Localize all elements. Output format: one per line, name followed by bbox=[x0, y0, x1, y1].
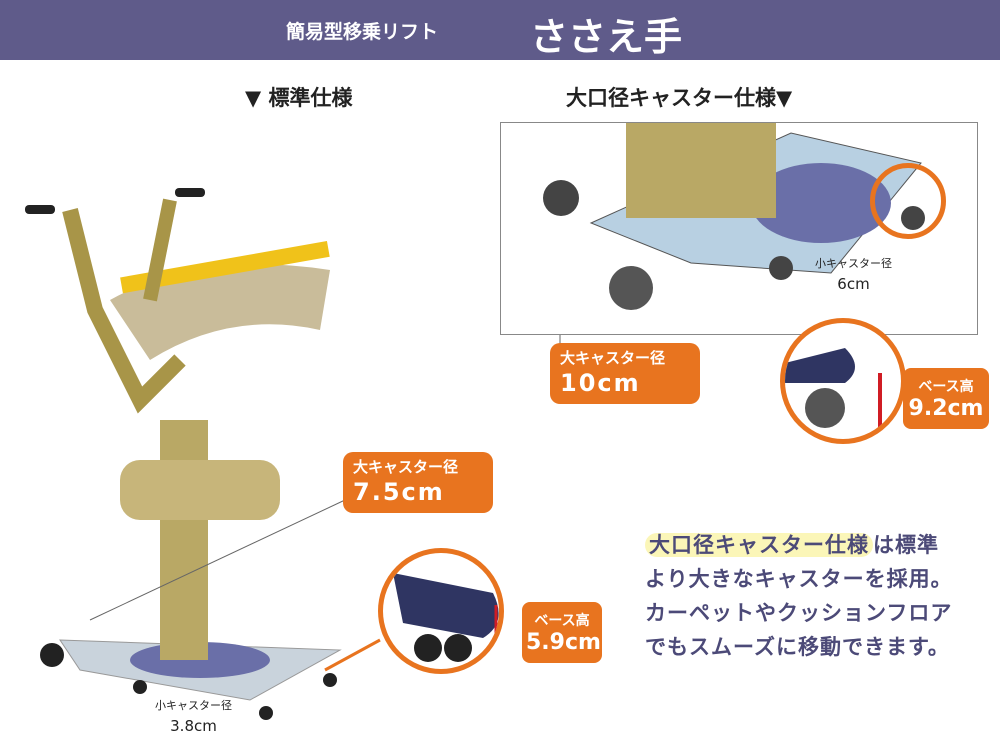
small-caster-label-large: 小キャスター径 6cm bbox=[815, 256, 892, 295]
large-caster-callout-large: 大キャスター径 10cm bbox=[550, 343, 700, 404]
base-height-badge-standard: ベース高 5.9cm bbox=[522, 602, 602, 663]
badge-value: 9.2cm bbox=[908, 396, 984, 421]
caster-detail-image bbox=[785, 348, 882, 428]
description-line3: カーペットやクッションフロア bbox=[645, 601, 953, 625]
small-caster-label-standard: 小キャスター径 3.8cm bbox=[155, 698, 232, 737]
section-title-large-caster: 大口径キャスター仕様▼ bbox=[566, 86, 793, 110]
badge-label: ベース高 bbox=[534, 613, 590, 629]
header-banner: 簡易型移乗リフト ささえ手 bbox=[0, 0, 1000, 60]
callout-value: 10cm bbox=[560, 368, 641, 397]
description-highlight: 大口径キャスター仕様 bbox=[645, 533, 873, 557]
small-caster-value: 3.8cm bbox=[170, 716, 217, 735]
standard-lift-image bbox=[25, 188, 342, 720]
base-height-badge-large: ベース高 9.2cm bbox=[903, 368, 989, 429]
description-line1: は標準 bbox=[873, 533, 939, 557]
small-caster-value: 6cm bbox=[837, 274, 870, 293]
large-caster-lift-image bbox=[543, 123, 925, 310]
callout-label: 大キャスター径 bbox=[353, 458, 459, 476]
small-caster-label: 小キャスター径 bbox=[815, 257, 892, 270]
header-subtitle: 簡易型移乗リフト bbox=[286, 21, 439, 43]
large-caster-callout-standard: 大キャスター径 7.5cm bbox=[343, 452, 493, 513]
base-detail-circle-large bbox=[780, 318, 906, 444]
small-caster-label: 小キャスター径 bbox=[155, 699, 232, 712]
large-caster-photo bbox=[500, 122, 978, 335]
badge-label: ベース高 bbox=[918, 379, 974, 395]
caster-detail-image bbox=[393, 573, 499, 662]
header-title: ささえ手 bbox=[530, 15, 683, 59]
callout-label: 大キャスター径 bbox=[560, 349, 666, 367]
description-line4: でもスムーズに移動できます。 bbox=[645, 635, 950, 659]
section-title-standard: ▼ 標準仕様 bbox=[245, 86, 353, 110]
base-detail-circle-standard bbox=[378, 548, 504, 674]
badge-value: 5.9cm bbox=[526, 630, 601, 655]
description-line2: より大きなキャスターを採用。 bbox=[645, 567, 953, 591]
callout-value: 7.5cm bbox=[353, 477, 445, 506]
caster-highlight-ring bbox=[870, 163, 946, 239]
description-text: 大口径キャスター仕様は標準 より大きなキャスターを採用。 カーペットやクッション… bbox=[645, 528, 953, 664]
